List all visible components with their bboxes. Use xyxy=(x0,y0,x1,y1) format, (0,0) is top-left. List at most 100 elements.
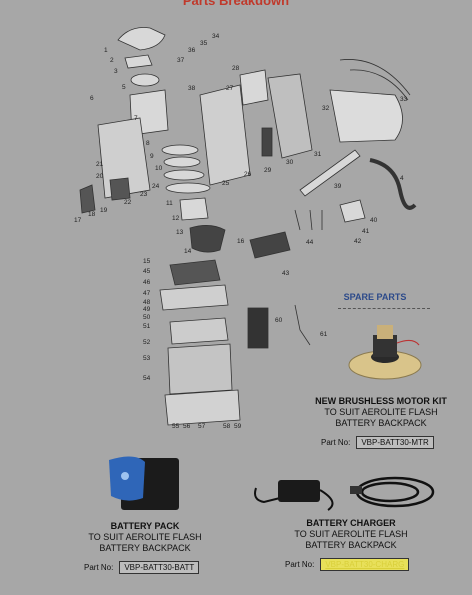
part-pins xyxy=(294,209,323,231)
svg-text:17: 17 xyxy=(74,217,82,224)
battery-charger-part-label: Part No: xyxy=(285,560,315,569)
motor-kit-caption: NEW BRUSHLESS MOTOR KIT TO SUIT AEROLITE… xyxy=(306,396,456,429)
part-harness xyxy=(329,89,403,143)
svg-text:33: 33 xyxy=(400,96,408,103)
svg-text:11: 11 xyxy=(166,200,173,207)
part-battery-cells xyxy=(167,343,233,395)
svg-text:32: 32 xyxy=(322,105,330,112)
svg-text:51: 51 xyxy=(143,323,151,330)
svg-text:20: 20 xyxy=(96,173,104,180)
battery-pack-part-label: Part No: xyxy=(84,563,114,572)
part-crevice-tool xyxy=(339,199,366,223)
page-title: Parts Breakdown xyxy=(182,0,290,8)
part-strap-a xyxy=(339,59,411,96)
svg-text:15: 15 xyxy=(143,258,151,265)
battery-charger-caption: BATTERY CHARGER TO SUIT AEROLITE FLASH B… xyxy=(276,518,426,551)
part-ring xyxy=(130,73,160,87)
part-cap-plate xyxy=(159,284,229,311)
svg-text:48: 48 xyxy=(143,299,151,306)
svg-text:23: 23 xyxy=(140,191,148,198)
part-motor xyxy=(189,225,226,253)
battery-charger-name: BATTERY CHARGER xyxy=(306,518,396,528)
motor-kit-partno: Part No: VBP-BATT30-MTR xyxy=(321,436,434,449)
svg-text:9: 9 xyxy=(150,153,154,160)
part-filter-a xyxy=(161,144,199,156)
battery-pack-part-number: VBP-BATT30-BATT xyxy=(119,561,200,574)
motor-kit-image xyxy=(348,325,422,380)
motor-kit-line3: BATTERY BACKPACK xyxy=(335,418,427,428)
svg-text:44: 44 xyxy=(306,239,314,246)
motor-kit-name: NEW BRUSHLESS MOTOR KIT xyxy=(315,396,447,406)
part-body-shell xyxy=(97,117,151,199)
part-pcb xyxy=(261,127,273,157)
svg-text:22: 22 xyxy=(124,199,132,206)
svg-text:35: 35 xyxy=(200,40,208,47)
svg-text:41: 41 xyxy=(362,228,370,235)
svg-text:40: 40 xyxy=(370,217,378,224)
svg-text:38: 38 xyxy=(188,85,196,92)
svg-text:1: 1 xyxy=(104,47,108,54)
svg-text:49: 49 xyxy=(143,306,151,313)
svg-text:37: 37 xyxy=(177,57,185,64)
part-filter-d xyxy=(165,182,211,194)
svg-text:34: 34 xyxy=(212,33,220,40)
svg-text:8: 8 xyxy=(146,140,150,147)
svg-text:55: 55 xyxy=(172,423,180,430)
motor-kit-part-label: Part No: xyxy=(321,438,351,447)
svg-text:43: 43 xyxy=(282,270,290,277)
svg-text:50: 50 xyxy=(143,314,151,321)
svg-text:29: 29 xyxy=(264,167,272,174)
part-latch xyxy=(239,69,269,106)
battery-pack-image xyxy=(109,456,179,510)
svg-text:12: 12 xyxy=(172,215,180,222)
motor-kit-part-number: VBP-BATT30-MTR xyxy=(356,436,434,449)
part-strap-b xyxy=(349,69,409,101)
motor-kit-line2: TO SUIT AEROLITE FLASH xyxy=(324,407,438,417)
part-side-a xyxy=(79,184,96,214)
svg-text:28: 28 xyxy=(232,65,240,72)
battery-charger-image xyxy=(254,476,435,511)
svg-text:57: 57 xyxy=(198,423,206,430)
svg-text:25: 25 xyxy=(222,180,230,187)
part-wand xyxy=(299,149,361,197)
part-filter-b xyxy=(163,156,201,168)
svg-text:6: 6 xyxy=(90,95,94,102)
battery-pack-caption: BATTERY PACK TO SUIT AEROLITE FLASH BATT… xyxy=(70,521,220,554)
part-side-b xyxy=(109,177,131,201)
part-filter-c xyxy=(163,169,205,181)
part-clip xyxy=(124,54,153,69)
battery-charger-partno: Part No: VBP-BATT30-CHARG xyxy=(285,558,410,571)
battery-charger-part-number[interactable]: VBP-BATT30-CHARG xyxy=(320,558,410,571)
part-floor-tool xyxy=(249,231,291,259)
svg-text:21: 21 xyxy=(96,161,104,168)
svg-text:61: 61 xyxy=(320,331,328,338)
spare-parts-heading: SPARE PARTS xyxy=(343,292,407,302)
part-board xyxy=(169,317,229,345)
svg-text:14: 14 xyxy=(184,248,192,255)
svg-text:52: 52 xyxy=(143,339,151,346)
part-cable xyxy=(294,304,311,346)
svg-text:58: 58 xyxy=(223,423,231,430)
battery-pack-line2: TO SUIT AEROLITE FLASH xyxy=(88,532,202,542)
svg-text:59: 59 xyxy=(234,423,242,430)
svg-text:46: 46 xyxy=(143,279,151,286)
svg-text:5: 5 xyxy=(122,84,126,91)
part-base xyxy=(164,389,241,426)
part-battery-bay xyxy=(199,84,251,186)
svg-text:10: 10 xyxy=(155,165,163,172)
svg-text:53: 53 xyxy=(143,355,151,362)
part-handle xyxy=(117,27,166,51)
svg-text:3: 3 xyxy=(114,68,118,75)
svg-text:18: 18 xyxy=(88,211,96,218)
svg-text:45: 45 xyxy=(143,268,151,275)
svg-text:30: 30 xyxy=(286,159,294,166)
svg-text:56: 56 xyxy=(183,423,191,430)
svg-text:7: 7 xyxy=(134,115,138,122)
part-hose xyxy=(369,158,417,210)
svg-text:26: 26 xyxy=(244,171,252,178)
part-motor-mount xyxy=(179,197,209,221)
svg-text:2: 2 xyxy=(110,57,114,64)
svg-text:39: 39 xyxy=(334,183,342,190)
svg-text:19: 19 xyxy=(100,207,108,214)
